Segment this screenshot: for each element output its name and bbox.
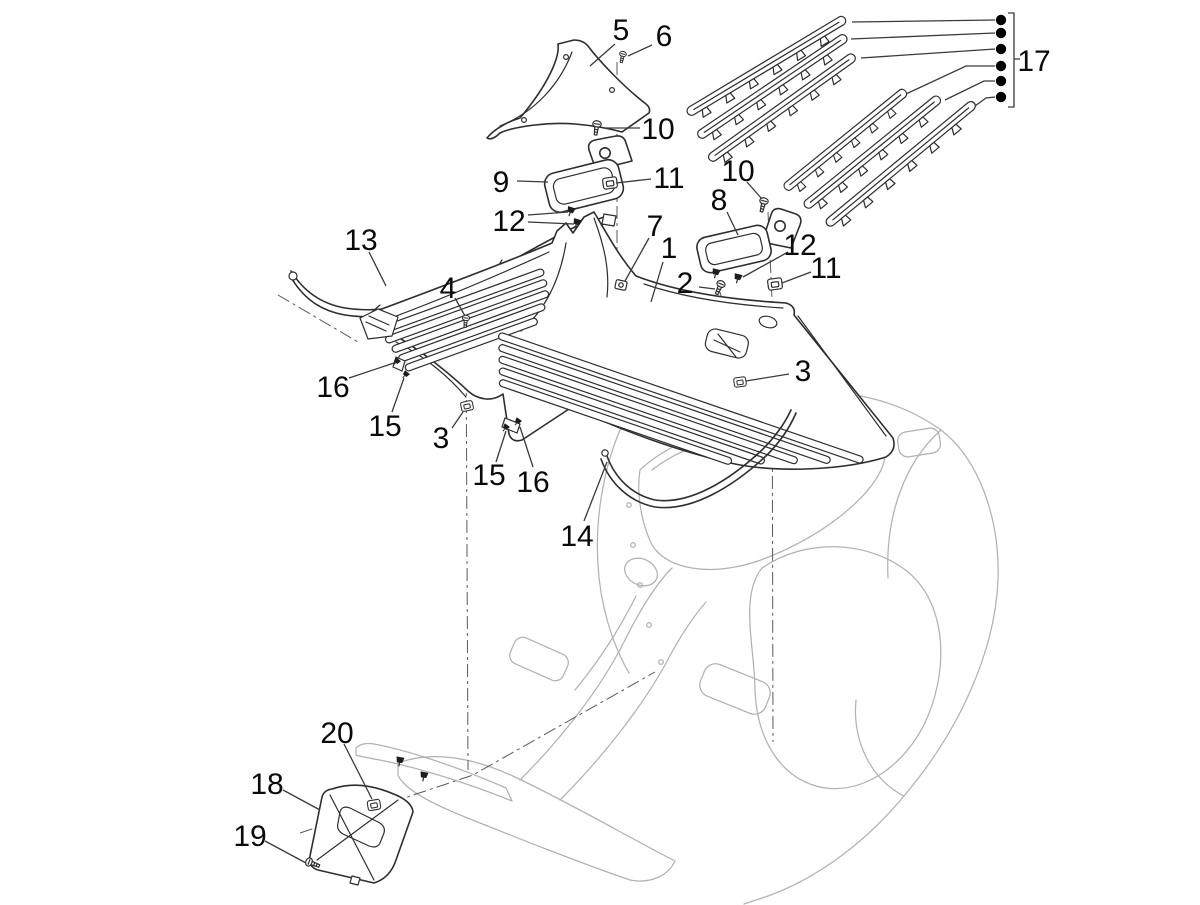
bullet-17-1 [995,14,1007,26]
callout-9[interactable]: 9 [493,166,510,199]
screw-15-left [400,370,410,380]
leader-line-3-left [451,411,464,429]
leader-line-16-mid [519,426,534,468]
rubber-strip-set [684,14,983,235]
callout-5[interactable]: 5 [613,14,630,47]
leader-line-19 [264,840,307,864]
callout-6[interactable]: 6 [656,20,673,53]
clip-11-left [601,175,619,191]
clip-3-right [732,376,748,388]
callout-11-left[interactable]: 11 [653,162,684,195]
bracket-17 [1008,12,1015,108]
leader-line-15-left [391,377,405,413]
leader-line-12-left [527,211,569,216]
callout-10-right[interactable]: 10 [721,155,754,188]
leader-line-12-left [527,221,575,225]
callout-8[interactable]: 8 [711,184,728,217]
leader-line-6 [627,44,653,57]
callout-4[interactable]: 4 [440,272,457,305]
leader-line-4 [454,297,466,317]
leader-line-7 [624,237,650,282]
screw-12-right-b [732,273,743,285]
leader-line-17-5 [944,80,995,101]
leader-line-15-mid [495,430,507,463]
central-cover-footboard [359,211,895,470]
callout-12-left[interactable]: 12 [492,205,525,238]
screw-2 [712,278,727,297]
callout-16-left[interactable]: 16 [316,371,349,404]
callout-14[interactable]: 14 [560,520,593,553]
clip-11-right [766,276,784,292]
leader-line-2 [698,286,716,290]
leader-line-1 [650,261,664,303]
bullet-17-3 [995,43,1007,55]
handlebar-front-cover [486,39,651,140]
leader-line-11-right [781,271,812,284]
callout-16-mid[interactable]: 16 [516,466,549,499]
leader-line-12-right [742,251,789,278]
leader-line-18 [282,789,321,811]
leader-line-14 [583,461,608,522]
footboard-mat-right [498,332,864,465]
footboard-mat-left [378,268,550,372]
callout-15-left[interactable]: 15 [368,410,401,443]
leader-line-9 [516,180,549,183]
callout-10-top[interactable]: 10 [641,113,674,146]
callout-12-right[interactable]: 12 [783,229,816,262]
leader-line-16-left [348,362,395,379]
leader-line-17-3 [860,48,996,59]
footrest-pad-left [543,135,633,214]
footrest-pad-right [696,207,802,274]
leader-line-5 [589,43,616,67]
leader-line-17-1 [851,19,996,23]
bullet-17-4 [995,60,1007,72]
leader-line-17-4 [905,65,995,95]
callout-19[interactable]: 19 [233,820,266,853]
lower-front-cover [308,784,414,886]
leader-line-20 [343,743,373,800]
leader-line-13 [368,251,387,287]
leader-line-3-right [745,373,790,382]
callout-20[interactable]: 20 [320,717,353,750]
bullet-17-2 [995,27,1007,39]
callout-18[interactable]: 18 [250,768,283,801]
callout-2[interactable]: 2 [677,267,694,300]
leader-line-8 [726,211,739,236]
callout-17[interactable]: 17 [1017,45,1050,78]
callout-13[interactable]: 13 [344,224,377,257]
screw-6 [617,50,628,64]
callout-1[interactable]: 1 [661,232,678,265]
bullet-17-6 [995,91,1007,103]
callout-7[interactable]: 7 [647,210,664,243]
clip-3-left [459,399,475,413]
callout-3-right[interactable]: 3 [795,355,812,388]
bullet-17-5 [995,75,1007,87]
flange-screw-b [419,771,429,783]
scooter-body-ghost [355,390,999,905]
leader-line-10-right [746,181,763,200]
leader-line-11-left [615,178,652,184]
leader-line-17-2 [850,32,996,40]
callout-3-left[interactable]: 3 [433,422,450,455]
fasteners [303,50,784,871]
clip-20 [366,798,382,812]
callout-11-right[interactable]: 11 [810,252,841,285]
callout-15-mid[interactable]: 15 [472,459,505,492]
floor-rail-right [600,409,797,509]
leader-line-17-6 [974,96,996,107]
screw-10-right [756,196,770,214]
